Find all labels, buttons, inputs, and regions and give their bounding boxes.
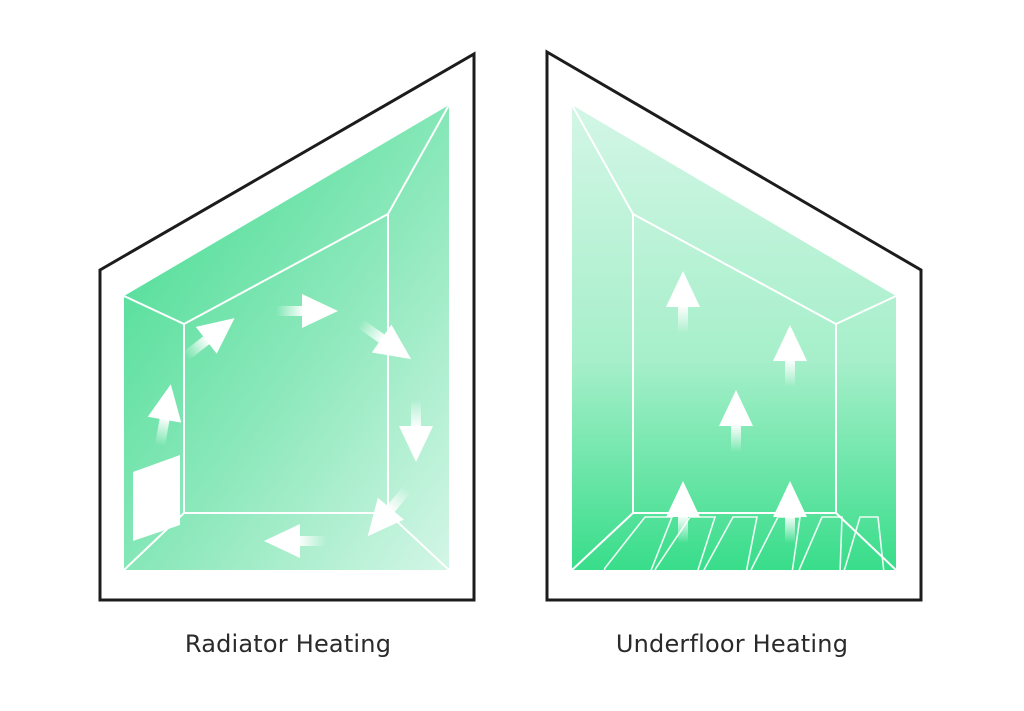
underfloor-panel: [545, 49, 923, 602]
underfloor-heating-caption: Underfloor Heating: [615, 630, 849, 658]
underfloor-room-edges: [571, 104, 897, 571]
radiator-heating-caption: Radiator Heating: [184, 630, 392, 658]
underfloor-room-fill: [572, 105, 896, 570]
floor-pipe-icon: [603, 516, 885, 589]
radiator-panel: [98, 51, 476, 602]
radiator-icon: [133, 455, 180, 541]
radiator-room-fill: [124, 105, 449, 570]
